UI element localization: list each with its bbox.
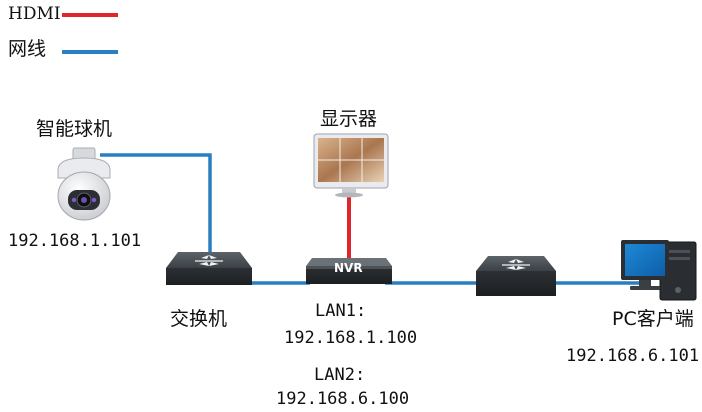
nvr-badge: NVR xyxy=(334,261,363,275)
cable-camera-switch1 xyxy=(100,153,212,262)
legend-hdmi-label: HDMI xyxy=(8,4,61,24)
switch1-icon xyxy=(166,252,252,285)
nvr-icon xyxy=(306,258,392,284)
camera-ip: 192.168.1.101 xyxy=(8,231,142,251)
switch2-icon xyxy=(476,256,556,296)
pc-ip: 192.168.6.101 xyxy=(566,346,700,366)
pc-icon xyxy=(621,240,697,301)
camera-label: 智能球机 xyxy=(36,118,113,140)
monitor-label: 显示器 xyxy=(320,108,378,130)
nvr-lan1-label: LAN1: xyxy=(315,301,367,321)
nvr-lan2-label: LAN2: xyxy=(314,365,366,385)
switch1-label: 交换机 xyxy=(170,308,228,330)
monitor-icon xyxy=(313,133,389,198)
nvr-lan1-ip: 192.168.1.100 xyxy=(284,328,418,348)
dome-camera-icon xyxy=(57,147,111,221)
pc-label: PC客户端 xyxy=(612,308,694,330)
legend-network-label: 网线 xyxy=(8,38,47,60)
nvr-lan2-ip: 192.168.6.100 xyxy=(276,389,410,409)
